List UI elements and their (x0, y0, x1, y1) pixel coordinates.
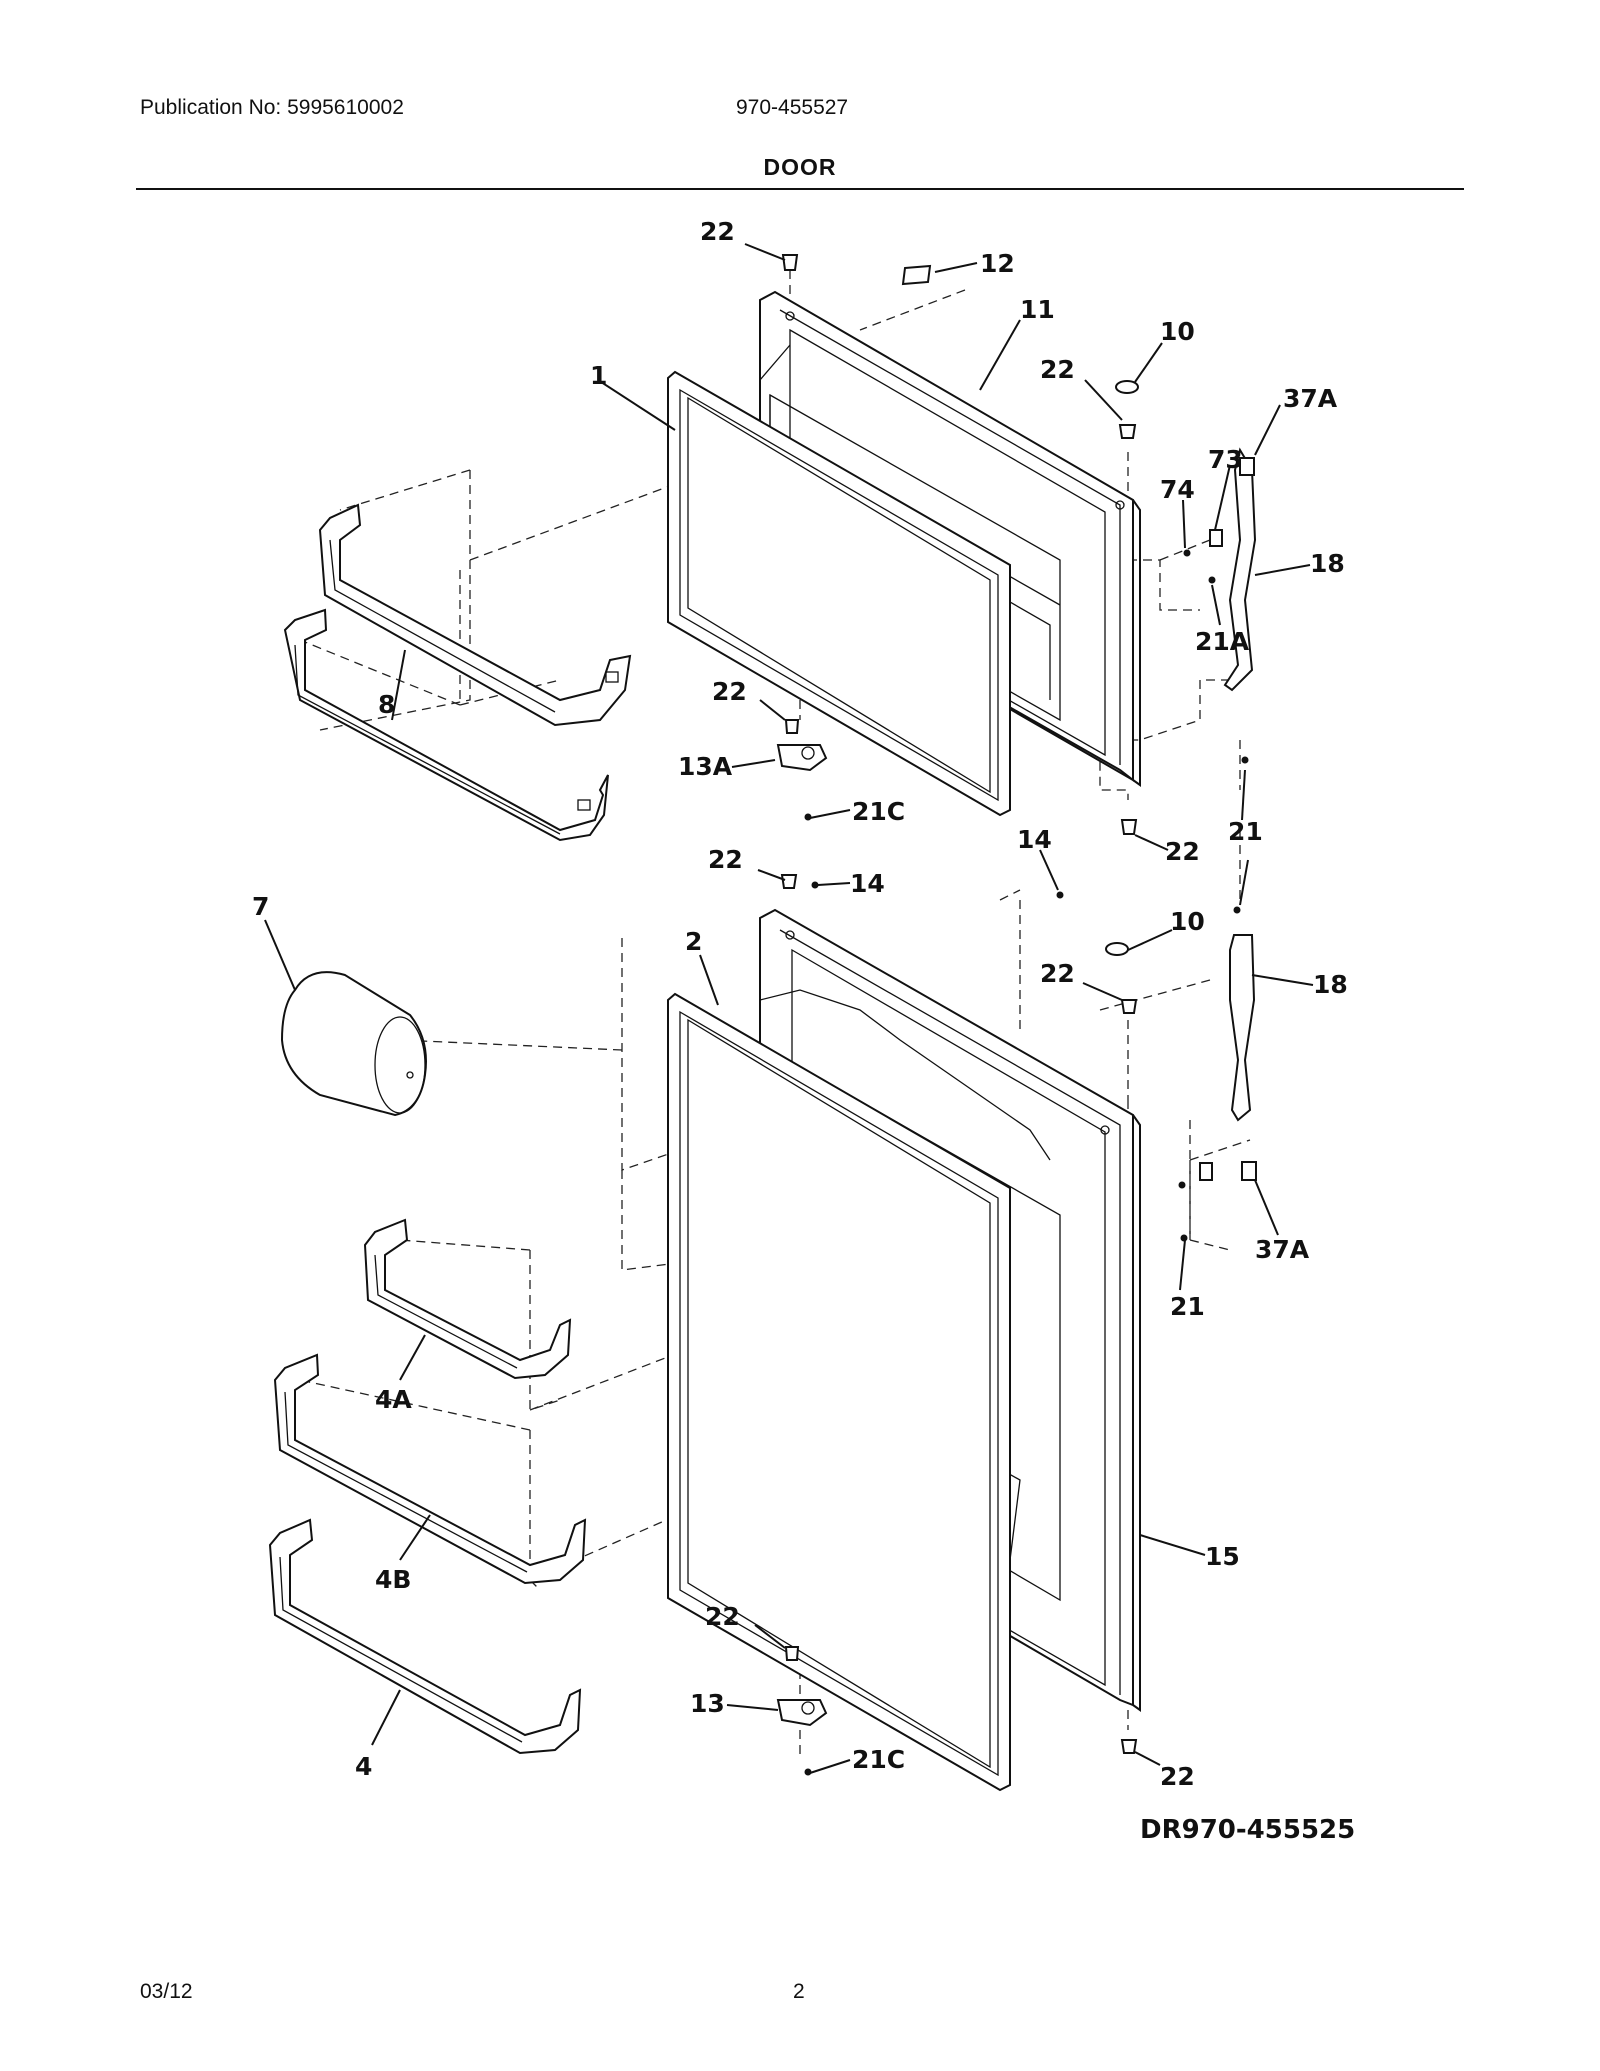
callout-label: 2 (685, 927, 702, 956)
callout-label: 4 (355, 1752, 372, 1781)
freezer-door-shelves (283, 503, 632, 842)
callout-label: 22 (705, 1602, 740, 1631)
callout-label: 22 (1040, 355, 1075, 384)
callout-label: 4A (375, 1385, 412, 1414)
footer-date: 03/12 (140, 1980, 193, 2003)
callout-label: 21C (852, 797, 905, 826)
callout-label: 7 (252, 892, 269, 921)
callout-label: 11 (1020, 295, 1055, 324)
callout-label: 13A (678, 752, 733, 781)
callout-label: 14 (1017, 825, 1052, 854)
model-number: 970-455527 (736, 96, 849, 119)
callout-label: 18 (1310, 549, 1345, 578)
callout-label: 10 (1170, 907, 1205, 936)
drawing-code: DR970-455525 (1140, 1815, 1355, 1845)
callout-label: 22 (1040, 959, 1075, 988)
callout-label: 1 (590, 361, 607, 390)
callout-label: 13 (690, 1689, 725, 1718)
fresh-food-door-shelves (268, 1218, 587, 1755)
page-number: 2 (793, 1980, 805, 2003)
callout-label: 21 (1170, 1292, 1205, 1321)
callout-label: 14 (850, 869, 885, 898)
callout-label: 18 (1313, 970, 1348, 999)
callout-label: 22 (712, 677, 747, 706)
callout-label: 8 (378, 690, 395, 719)
callout-label: 22 (1160, 1762, 1195, 1791)
header-divider (136, 188, 1464, 190)
callout-label: 4B (375, 1565, 411, 1594)
fresh-food-door-gasket (667, 992, 1011, 1792)
callout-label: 15 (1205, 1542, 1240, 1571)
callout-label: 21A (1195, 627, 1250, 656)
callout-leader-lines (264, 243, 1314, 1774)
callout-label: 74 (1160, 475, 1195, 504)
publication-number: Publication No: 5995610002 (140, 96, 404, 119)
dairy-bin (280, 971, 427, 1117)
callout-label: 37A (1255, 1235, 1310, 1264)
section-title: DOOR (763, 154, 837, 180)
freezer-door-gasket (667, 370, 1011, 817)
callout-label: 22 (700, 217, 735, 246)
callout-label: 12 (980, 249, 1015, 278)
callout-label: 22 (1165, 837, 1200, 866)
callout-label: 73 (1208, 445, 1243, 474)
callout-label: 22 (708, 845, 743, 874)
hinges-and-hardware (776, 254, 1257, 1776)
callout-labels: 22 12 11 10 1 22 37A 73 74 18 21A 8 22 1… (252, 217, 1348, 1791)
callout-label: 10 (1160, 317, 1195, 346)
callout-label: 21 (1228, 817, 1263, 846)
callout-label: 21C (852, 1745, 905, 1774)
callout-label: 37A (1283, 384, 1338, 413)
